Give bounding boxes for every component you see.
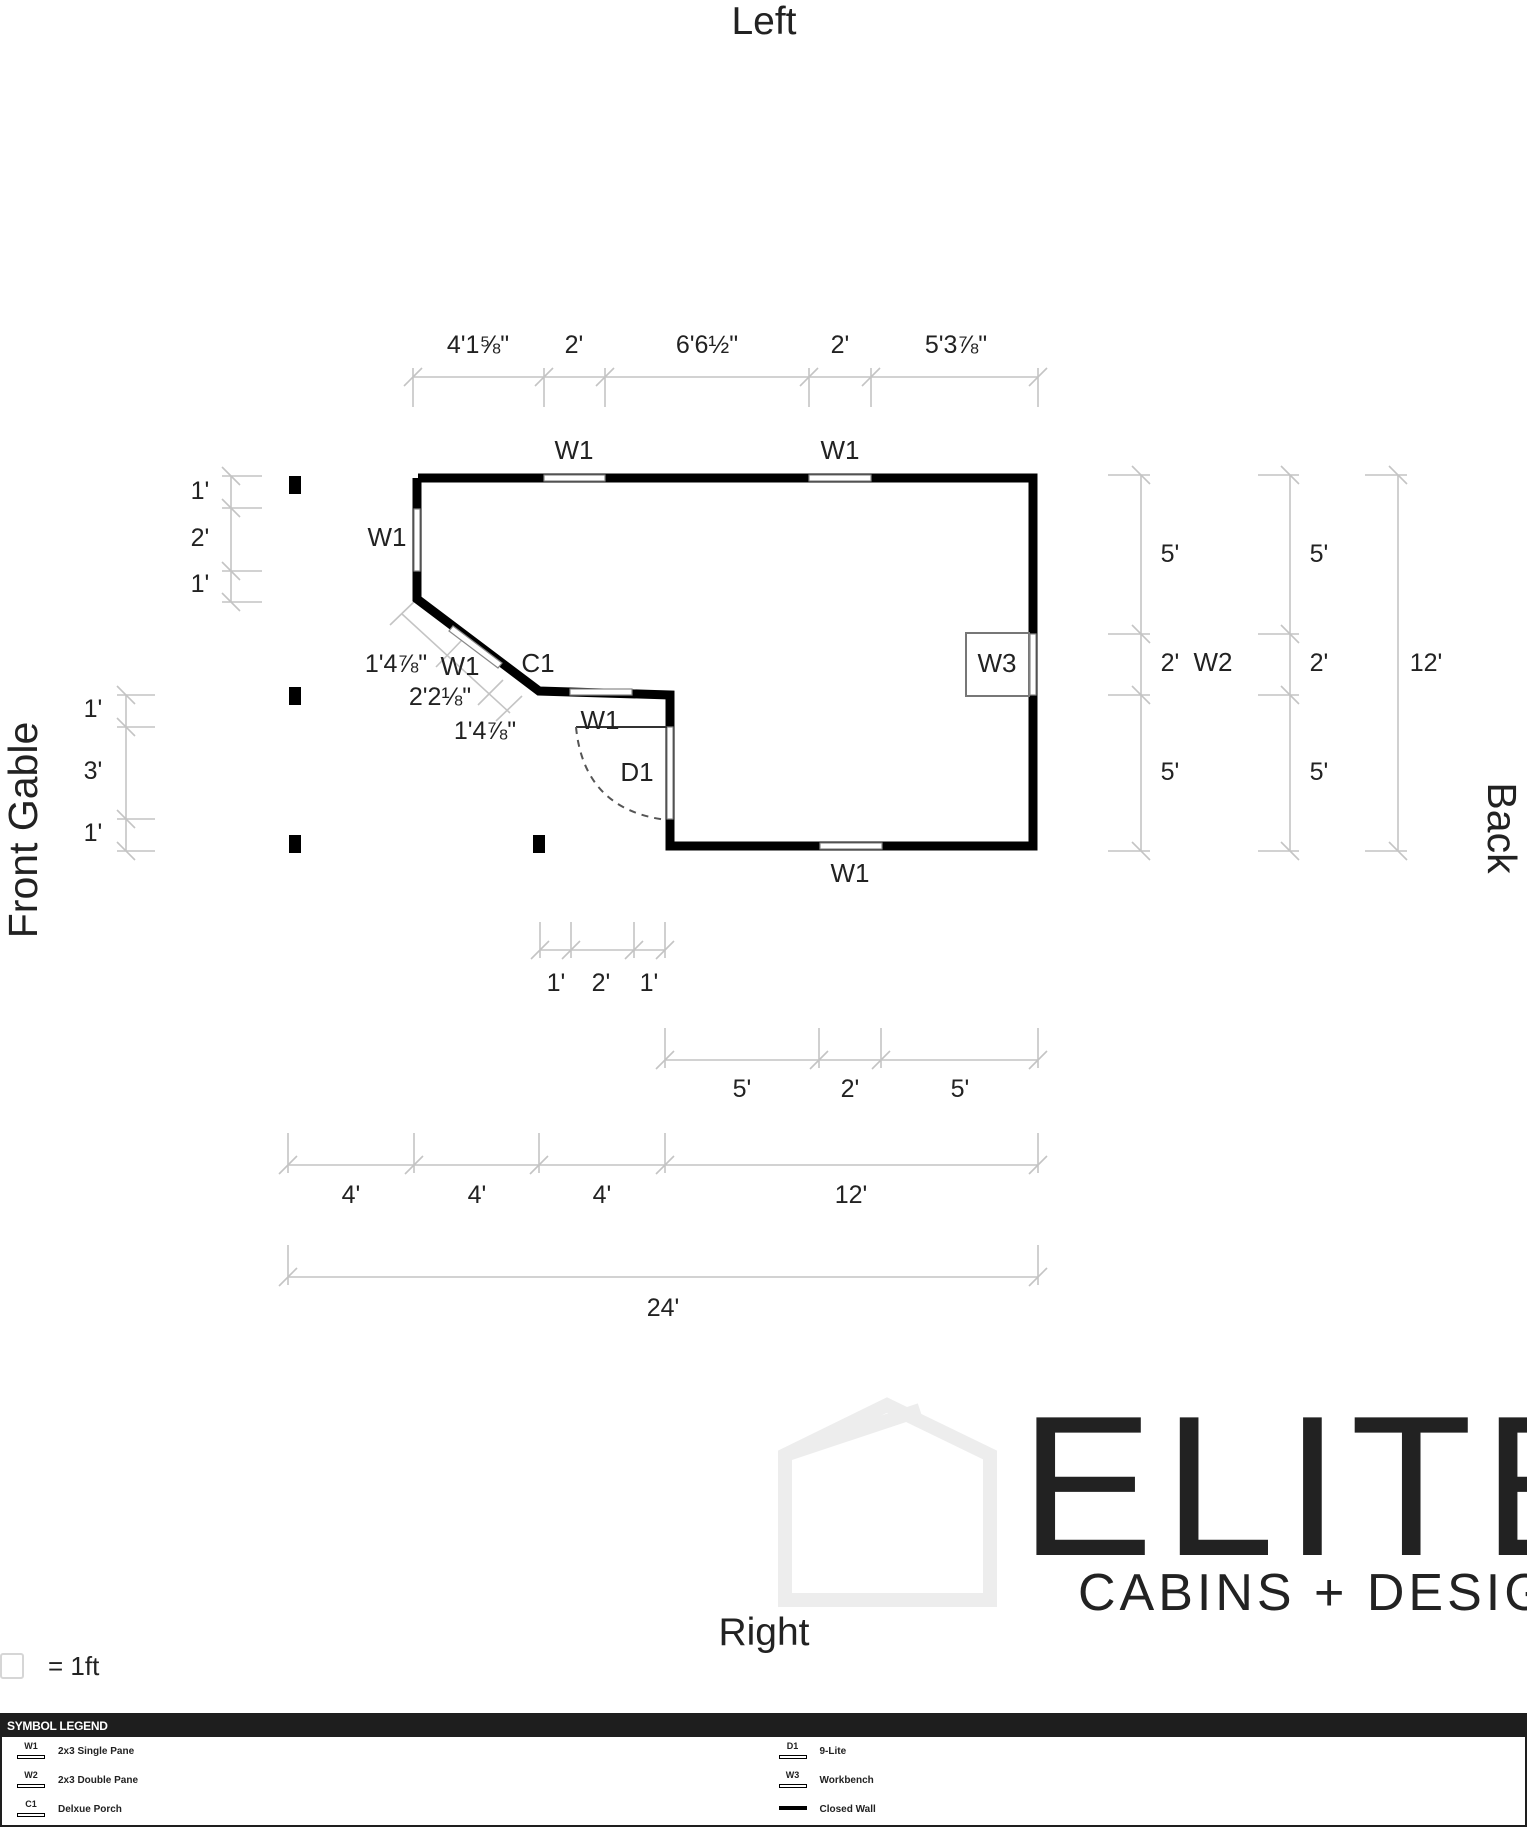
window-w1-left[interactable] bbox=[413, 508, 421, 572]
legend-title: SYMBOL LEGEND bbox=[2, 1715, 1525, 1737]
dim-right-total: 12' bbox=[1410, 649, 1443, 677]
walls bbox=[412, 473, 1038, 851]
watermark: ELITE CABINS + DESIGN bbox=[778, 1375, 1527, 1622]
dim-diagonal-3: 1'4⅞" bbox=[454, 717, 516, 745]
dim-top-4: 2' bbox=[831, 331, 850, 359]
floor-plan: ELITE CABINS + DESIGN Left Right Front G… bbox=[0, 0, 1527, 1654]
closed-wall-symbol-icon bbox=[776, 1799, 810, 1821]
house-logo-roof bbox=[782, 1403, 923, 1462]
dim-right-middle-2: 2' bbox=[1310, 649, 1329, 677]
side-label-right: Back bbox=[1479, 782, 1525, 874]
openings bbox=[413, 474, 1037, 850]
door-symbol-icon: D1 bbox=[776, 1741, 810, 1763]
watermark-brand: ELITE bbox=[1020, 1375, 1527, 1598]
dim-left-upper-2: 2' bbox=[191, 524, 210, 552]
window-w1-diagonal[interactable] bbox=[448, 625, 503, 669]
dim-left-upper-3: 1' bbox=[191, 570, 210, 598]
legend-item-label: 2x3 Single Pane bbox=[58, 1746, 135, 1757]
dim-top-3: 6'6½" bbox=[676, 331, 738, 359]
dim-bottom-door-3: 1' bbox=[640, 969, 659, 997]
side-label-left: Front Gable bbox=[0, 722, 46, 939]
dim-bottom-windows-2: 2' bbox=[841, 1075, 860, 1103]
window-w1-inner[interactable] bbox=[569, 688, 633, 696]
legend-item-label: 2x3 Double Pane bbox=[58, 1775, 139, 1786]
dim-left-lower-3: 1' bbox=[84, 819, 103, 847]
dim-bottom-segment-1: 4' bbox=[342, 1181, 361, 1209]
porch-posts bbox=[289, 476, 545, 853]
dim-bottom-segment-3: 4' bbox=[593, 1181, 612, 1209]
label-c1: C1 bbox=[521, 648, 554, 678]
dim-right-inner-2: 2' bbox=[1161, 649, 1180, 677]
legend-item: W3 Workbench bbox=[764, 1766, 1526, 1795]
window-w1-top-a[interactable] bbox=[543, 474, 606, 482]
dim-left-lower-1: 1' bbox=[84, 695, 103, 723]
symbol-legend: SYMBOL LEGEND W1 2x3 Single Pane W2 2x3 … bbox=[0, 1713, 1527, 1827]
label-w1-inner: W1 bbox=[581, 705, 620, 735]
label-w1-diagonal: W1 bbox=[441, 651, 480, 681]
label-w1-left: W1 bbox=[368, 522, 407, 552]
window-symbol-icon: W2 bbox=[14, 1770, 48, 1792]
workbench-symbol-icon: W3 bbox=[776, 1770, 810, 1792]
legend-item-label: Closed Wall bbox=[819, 1804, 876, 1815]
opening-labels: W1 W1 W1 W1 C1 W1 D1 W3 W2 W1 bbox=[368, 435, 1233, 888]
legend-item: W2 2x3 Double Pane bbox=[2, 1766, 764, 1795]
legend-item: Closed Wall bbox=[764, 1795, 1526, 1824]
dim-top-1: 4'1⅝" bbox=[447, 331, 509, 359]
door-d1[interactable] bbox=[666, 726, 674, 820]
window-w2-back[interactable] bbox=[1029, 633, 1037, 696]
porch-post bbox=[289, 687, 301, 705]
legend-item: W1 2x3 Single Pane bbox=[2, 1737, 764, 1766]
door-d1-arc bbox=[575, 726, 668, 821]
dim-left-lower-2: 3' bbox=[84, 757, 103, 785]
dim-bottom-windows-3: 5' bbox=[951, 1075, 970, 1103]
dim-bottom-door-2: 2' bbox=[592, 969, 611, 997]
side-label-bottom: Right bbox=[718, 1611, 809, 1654]
label-w2: W2 bbox=[1194, 647, 1233, 677]
dim-diagonal-1: 1'4⅞" bbox=[365, 650, 427, 678]
label-w1-top-b: W1 bbox=[821, 435, 860, 465]
dim-bottom-windows-1: 5' bbox=[733, 1075, 752, 1103]
workbench[interactable] bbox=[965, 632, 1030, 697]
dim-right-middle-1: 5' bbox=[1310, 540, 1329, 568]
legend-item-label: Delxue Porch bbox=[58, 1804, 122, 1815]
legend-item: D1 9-Lite bbox=[764, 1737, 1526, 1766]
dim-diagonal-2: 2'2⅛" bbox=[409, 683, 471, 711]
dim-bottom-door-1: 1' bbox=[547, 969, 566, 997]
label-d1: D1 bbox=[620, 757, 653, 787]
watermark-tagline: CABINS + DESIGN bbox=[1078, 1564, 1527, 1622]
dim-right-inner-3: 5' bbox=[1161, 758, 1180, 786]
porch-symbol-icon: C1 bbox=[14, 1799, 48, 1821]
dim-bottom-total: 24' bbox=[647, 1294, 680, 1322]
dimension-lines bbox=[116, 367, 1408, 1287]
label-w3: W3 bbox=[978, 648, 1017, 678]
porch-post bbox=[533, 835, 545, 853]
scale-indicator: = 1ft bbox=[0, 1651, 99, 1681]
window-w1-bottom[interactable] bbox=[819, 842, 883, 850]
legend-column-left: W1 2x3 Single Pane W2 2x3 Double Pane C1… bbox=[2, 1737, 764, 1824]
side-label-top: Left bbox=[731, 0, 796, 43]
dim-bottom-segment-4: 12' bbox=[835, 1181, 868, 1209]
porch-post bbox=[289, 476, 301, 494]
dim-top-5: 5'3⅞" bbox=[925, 331, 987, 359]
legend-item: C1 Delxue Porch bbox=[2, 1795, 764, 1824]
legend-column-right: D1 9-Lite W3 Workbench Closed Wall bbox=[764, 1737, 1526, 1824]
label-w1-top-a: W1 bbox=[555, 435, 594, 465]
scale-label: = 1ft bbox=[48, 1650, 100, 1681]
exterior-wall bbox=[412, 473, 1038, 851]
legend-item-label: Workbench bbox=[819, 1775, 874, 1786]
house-logo-icon bbox=[778, 1397, 997, 1607]
dim-bottom-segment-2: 4' bbox=[468, 1181, 487, 1209]
dim-left-upper-1: 1' bbox=[191, 477, 210, 505]
legend-item-label: 9-Lite bbox=[819, 1746, 847, 1757]
porch-post bbox=[289, 835, 301, 853]
dimension-labels: 4'1⅝" 2' 6'6½" 2' 5'3⅞" 1' 2' 1' 1' 3' 1… bbox=[84, 331, 1443, 1322]
scale-square-icon bbox=[0, 1653, 24, 1679]
label-w1-bottom: W1 bbox=[831, 858, 870, 888]
dim-right-middle-3: 5' bbox=[1310, 758, 1329, 786]
window-w1-top-b[interactable] bbox=[808, 474, 872, 482]
dim-right-inner-1: 5' bbox=[1161, 540, 1180, 568]
dim-top-2: 2' bbox=[565, 331, 584, 359]
window-symbol-icon: W1 bbox=[14, 1741, 48, 1763]
